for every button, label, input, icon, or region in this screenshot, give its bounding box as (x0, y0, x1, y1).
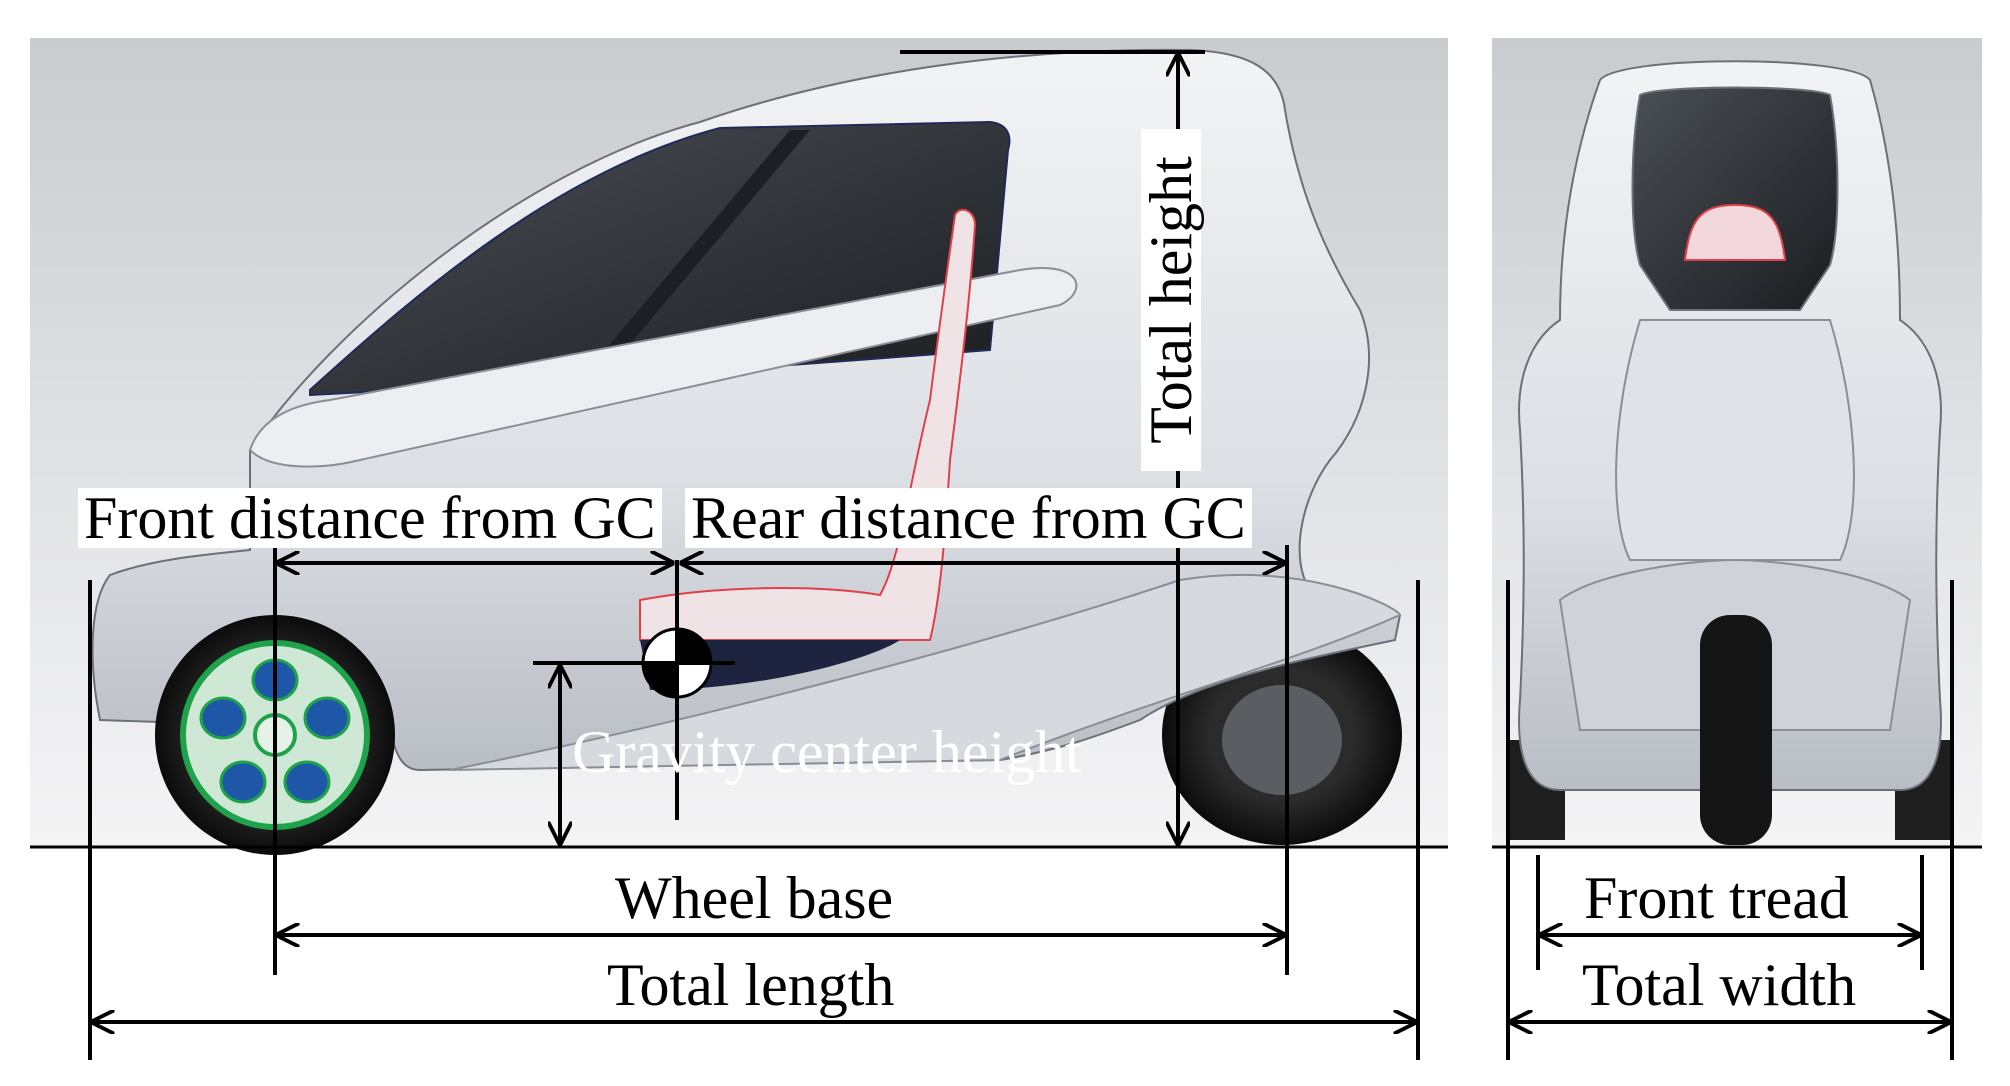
front-seat-outline (1683, 203, 1787, 261)
total-height-label: Total height (1138, 129, 1204, 471)
front-distance-label: Front distance from GC (78, 488, 662, 548)
front-center-tire (1700, 615, 1772, 845)
front-view (1508, 60, 1952, 845)
wheel-base-label: Wheel base (615, 865, 894, 931)
window-pillar (580, 130, 810, 380)
front-center-panel (1615, 319, 1855, 561)
door-beltline (248, 267, 1078, 468)
front-window-glass (1631, 86, 1839, 311)
side-swoop (449, 573, 1402, 771)
front-tread-label: Front tread (1584, 865, 1849, 931)
seat-outline (639, 208, 977, 641)
total-length-label: Total length (607, 952, 895, 1018)
gravity-center-height-label: Gravity center height (572, 719, 1082, 785)
total-width-label: Total width (1582, 952, 1857, 1018)
rear-distance-label: Rear distance from GC (685, 488, 1252, 548)
